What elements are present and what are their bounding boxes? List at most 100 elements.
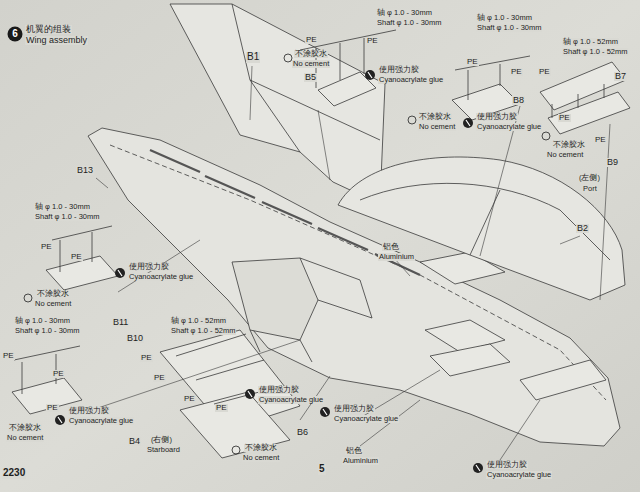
- photo-etch-tag: PE: [466, 58, 479, 66]
- note-label: Cyanoacrylate glue: [258, 396, 324, 404]
- photo-etch-tag: PE: [305, 36, 318, 44]
- note-label: 使用强力胶: [68, 407, 110, 415]
- step-number-circle: 6: [7, 26, 23, 42]
- part-number: B2: [576, 224, 589, 233]
- part-number: B8: [512, 96, 525, 105]
- note-label: 不涂胶水: [244, 444, 278, 452]
- note-label: 铝色: [345, 447, 363, 455]
- centre-section: [232, 258, 318, 340]
- note-label: Cyanoacrylate glue: [476, 123, 542, 131]
- panel-line: [232, 4, 380, 152]
- part-number: B7: [614, 72, 627, 81]
- part-number: B4: [128, 437, 141, 446]
- photo-etch-tag: PE: [40, 243, 53, 251]
- note-label: 使用强力胶: [333, 405, 375, 413]
- note-label: Shaft φ 1.0 - 52mm: [562, 48, 628, 56]
- note-label: Shaft φ 1.0 - 30mm: [376, 19, 442, 27]
- note-label: 使用强力胶: [476, 113, 518, 121]
- note-label: 不涂胶水: [294, 50, 328, 58]
- note-label: Port: [582, 185, 598, 193]
- bay-plate: [520, 360, 606, 400]
- photo-etch-tag: PE: [366, 37, 379, 45]
- pe-rail: [552, 84, 604, 118]
- part-number: B5: [304, 73, 317, 82]
- photo-etch-tag: PE: [52, 370, 65, 378]
- bay-plate: [430, 344, 510, 376]
- note-label: 铝色: [382, 243, 400, 251]
- note-label: 5: [318, 464, 326, 475]
- note-label: 使用强力胶: [258, 386, 300, 394]
- note-label: 轴 φ 1.0 - 30mm: [376, 9, 433, 17]
- note-label: (右侧): [150, 436, 173, 444]
- part-number: B6: [296, 428, 309, 437]
- note-label: Cyanoacrylate glue: [68, 417, 134, 425]
- note-label: (左侧): [578, 174, 601, 182]
- bay-plate: [548, 92, 630, 134]
- part-number: B1: [246, 52, 260, 63]
- no-cement-symbol: [232, 446, 240, 454]
- note-label: 不涂胶水: [418, 113, 452, 121]
- note-label: 2230: [2, 468, 26, 479]
- note-label: 轴 φ 1.0 - 30mm: [34, 203, 91, 211]
- photo-etch-tag: PE: [46, 404, 59, 412]
- note-label: No cement: [34, 300, 72, 308]
- photo-etch-tag: PE: [510, 68, 523, 76]
- photo-etch-tag: PE: [558, 114, 571, 122]
- photo-etch-tag: PE: [140, 354, 153, 362]
- note-label: Cyanoacrylate glue: [378, 76, 444, 84]
- pe-rail: [52, 226, 112, 272]
- note-label: 轴 φ 1.0 - 52mm: [170, 317, 227, 325]
- note-label: Aluminium: [342, 457, 379, 465]
- part-number: B13: [76, 166, 94, 175]
- note-label: 轴 φ 1.0 - 30mm: [14, 317, 71, 325]
- note-label: 不涂胶水: [552, 141, 586, 149]
- note-label: 使用强力胶: [486, 461, 528, 469]
- note-label: No cement: [292, 60, 330, 68]
- note-label: No cement: [242, 454, 280, 462]
- part-number: B9: [606, 158, 619, 167]
- no-cement-symbol: [24, 294, 32, 302]
- pe-rail: [455, 56, 530, 100]
- note-label: Shaft φ 1.0 - 30mm: [34, 213, 100, 221]
- note-label: 不涂胶水: [36, 290, 70, 298]
- note-label: 轴 φ 1.0 - 52mm: [562, 38, 619, 46]
- photo-etch-tag: PE: [538, 68, 551, 76]
- centre-section: [300, 258, 372, 318]
- note-label: 使用强力胶: [378, 66, 420, 74]
- step-title: Wing assembly: [25, 36, 88, 45]
- part-number: B10: [126, 334, 144, 343]
- note-label: Aluminium: [378, 253, 415, 261]
- upper-wing-starboard: [170, 4, 385, 204]
- step-number: 6: [7, 29, 23, 39]
- upper-wing-port: [338, 157, 625, 300]
- photo-etch-tag: PE: [183, 395, 196, 403]
- glue-symbol-mark: [58, 72, 480, 471]
- step-circle: [8, 27, 23, 42]
- note-label: Cyanoacrylate glue: [333, 415, 399, 423]
- leader-line: [80, 66, 610, 460]
- photo-etch-tag: PE: [153, 374, 166, 382]
- note-label: 使用强力胶: [128, 263, 170, 271]
- note-label: Cyanoacrylate glue: [486, 471, 552, 479]
- photo-etch-tag: PE: [594, 136, 607, 144]
- part-number: B11: [112, 318, 129, 327]
- panel-line: [360, 183, 610, 260]
- no-cement-symbol: [408, 116, 416, 124]
- no-cement-symbol: [284, 54, 292, 62]
- photo-etch-tag: PE: [70, 253, 83, 261]
- note-label: Shaft φ 1.0 - 52mm: [170, 327, 236, 335]
- note-label: No cement: [418, 123, 456, 131]
- photo-etch-tag: PE: [2, 352, 15, 360]
- no-cement-symbol: [542, 132, 550, 140]
- note-label: No cement: [546, 151, 584, 159]
- note-label: Shaft φ 1.0 - 30mm: [14, 327, 80, 335]
- note-label: 不涂胶水: [8, 424, 42, 432]
- note-label: No cement: [6, 434, 44, 442]
- note-label: 机翼的组装: [25, 25, 72, 34]
- note-label: Starboard: [146, 446, 181, 454]
- bay-plate: [452, 84, 520, 120]
- photo-etch-tag: PE: [215, 404, 228, 412]
- pe-rail: [14, 346, 80, 394]
- note-label: Shaft φ 1.0 - 30mm: [476, 24, 542, 32]
